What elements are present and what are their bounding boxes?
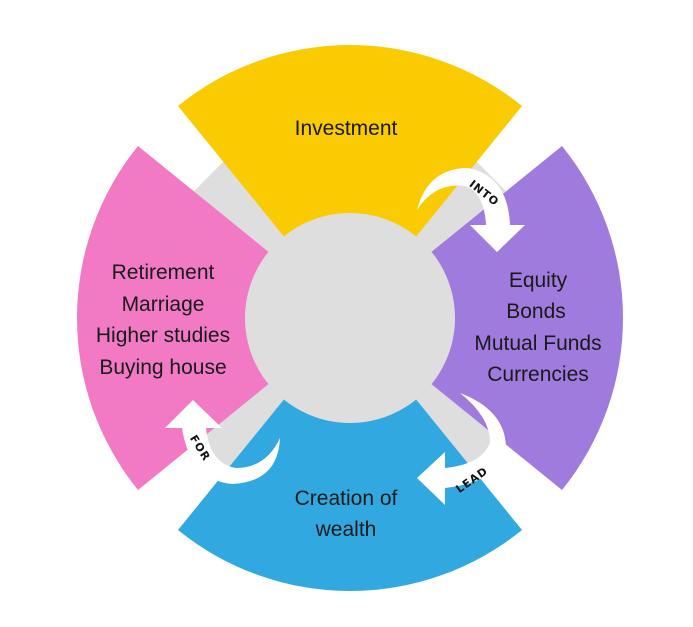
sector-investment (178, 45, 522, 318)
curved-arrow-icon (165, 400, 280, 484)
curved-arrow-icon (417, 393, 506, 505)
sector-right-line: Mutual Funds (474, 332, 601, 355)
sector-left-line: Retirement (112, 261, 215, 284)
sector-bottom-line: wealth (315, 518, 377, 541)
sector-left-line: Higher studies (96, 324, 230, 347)
curved-arrow-icon (417, 168, 525, 252)
sector-instruments (350, 146, 623, 490)
sector-goals (77, 146, 350, 490)
sector-left-line: Buying house (99, 356, 226, 379)
sector-right-line: Equity (509, 269, 568, 292)
sector-right-line: Bonds (506, 300, 566, 323)
sector-wealth (178, 318, 522, 591)
sector-right-line: Currencies (487, 363, 589, 386)
sector-top-line: Investment (295, 117, 398, 140)
center-hub (245, 213, 455, 423)
sector-bottom-line: Creation of (295, 487, 398, 510)
sector-left-line: Marriage (122, 293, 205, 316)
